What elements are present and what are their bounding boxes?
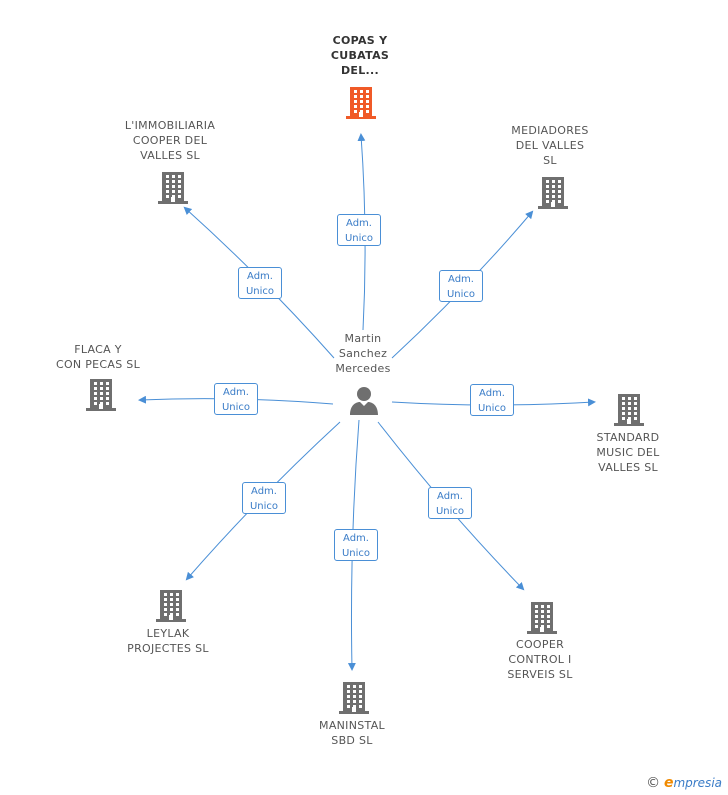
relation-label-maninstal[interactable]: Adm. Unico bbox=[334, 529, 378, 561]
relation-label-immobiliaria[interactable]: Adm. Unico bbox=[238, 267, 282, 299]
relation-label-cooper-control[interactable]: Adm. Unico bbox=[428, 487, 472, 519]
person-icon[interactable] bbox=[348, 386, 380, 416]
building-icon[interactable] bbox=[339, 680, 369, 714]
relation-label-line: Unico bbox=[245, 286, 275, 297]
relation-label-line: Unico bbox=[435, 506, 465, 517]
company-label-standard[interactable]: STANDARD MUSIC DEL VALLES SL bbox=[596, 431, 660, 474]
company-label-cooper-control[interactable]: COOPER CONTROL I SERVEIS SL bbox=[507, 638, 573, 681]
company-label-mediadores[interactable]: MEDIADORES DEL VALLES SL bbox=[511, 124, 589, 167]
relation-label-flaca[interactable]: Adm. Unico bbox=[214, 383, 258, 415]
company-label-leylak[interactable]: LEYLAK PROJECTES SL bbox=[127, 627, 209, 655]
relation-label-line: Adm. bbox=[448, 274, 474, 285]
building-icon[interactable] bbox=[614, 392, 644, 426]
relation-label-line: Adm. bbox=[247, 271, 273, 282]
company-label-copas[interactable]: COPAS Y CUBATAS DEL... bbox=[330, 34, 390, 77]
building-icon[interactable] bbox=[86, 377, 116, 411]
relation-label-copas[interactable]: Adm. Unico bbox=[337, 214, 381, 246]
relation-label-line: Unico bbox=[446, 289, 476, 300]
relation-label-line: Adm. bbox=[343, 533, 369, 544]
building-icon[interactable] bbox=[346, 85, 376, 119]
center-person-label: Martin Sanchez Mercedes bbox=[335, 332, 391, 375]
relation-label-line: Adm. bbox=[251, 486, 277, 497]
company-label-immobiliaria[interactable]: L'IMMOBILIARIA COOPER DEL VALLES SL bbox=[124, 119, 216, 162]
company-label-maninstal[interactable]: MANINSTAL SBD SL bbox=[319, 719, 385, 747]
building-icon[interactable] bbox=[538, 175, 568, 209]
building-icon[interactable] bbox=[156, 588, 186, 622]
empresia-watermark: © empresia bbox=[646, 775, 722, 791]
relation-label-line: Unico bbox=[249, 501, 279, 512]
relation-label-line: Adm. bbox=[437, 491, 463, 502]
relation-label-line: Adm. bbox=[223, 387, 249, 398]
company-label-flaca[interactable]: FLACA Y CON PECAS SL bbox=[55, 343, 141, 371]
relation-label-line: Unico bbox=[477, 403, 507, 414]
relation-label-line: Unico bbox=[341, 548, 371, 559]
building-icon[interactable] bbox=[527, 600, 557, 634]
relation-label-line: Adm. bbox=[479, 388, 505, 399]
relation-label-line: Unico bbox=[344, 233, 374, 244]
relation-label-mediadores[interactable]: Adm. Unico bbox=[439, 270, 483, 302]
relation-label-leylak[interactable]: Adm. Unico bbox=[242, 482, 286, 514]
building-icon[interactable] bbox=[158, 170, 188, 204]
relation-label-line: Unico bbox=[221, 402, 251, 413]
relation-label-standard[interactable]: Adm. Unico bbox=[470, 384, 514, 416]
relation-label-line: Adm. bbox=[346, 218, 372, 229]
